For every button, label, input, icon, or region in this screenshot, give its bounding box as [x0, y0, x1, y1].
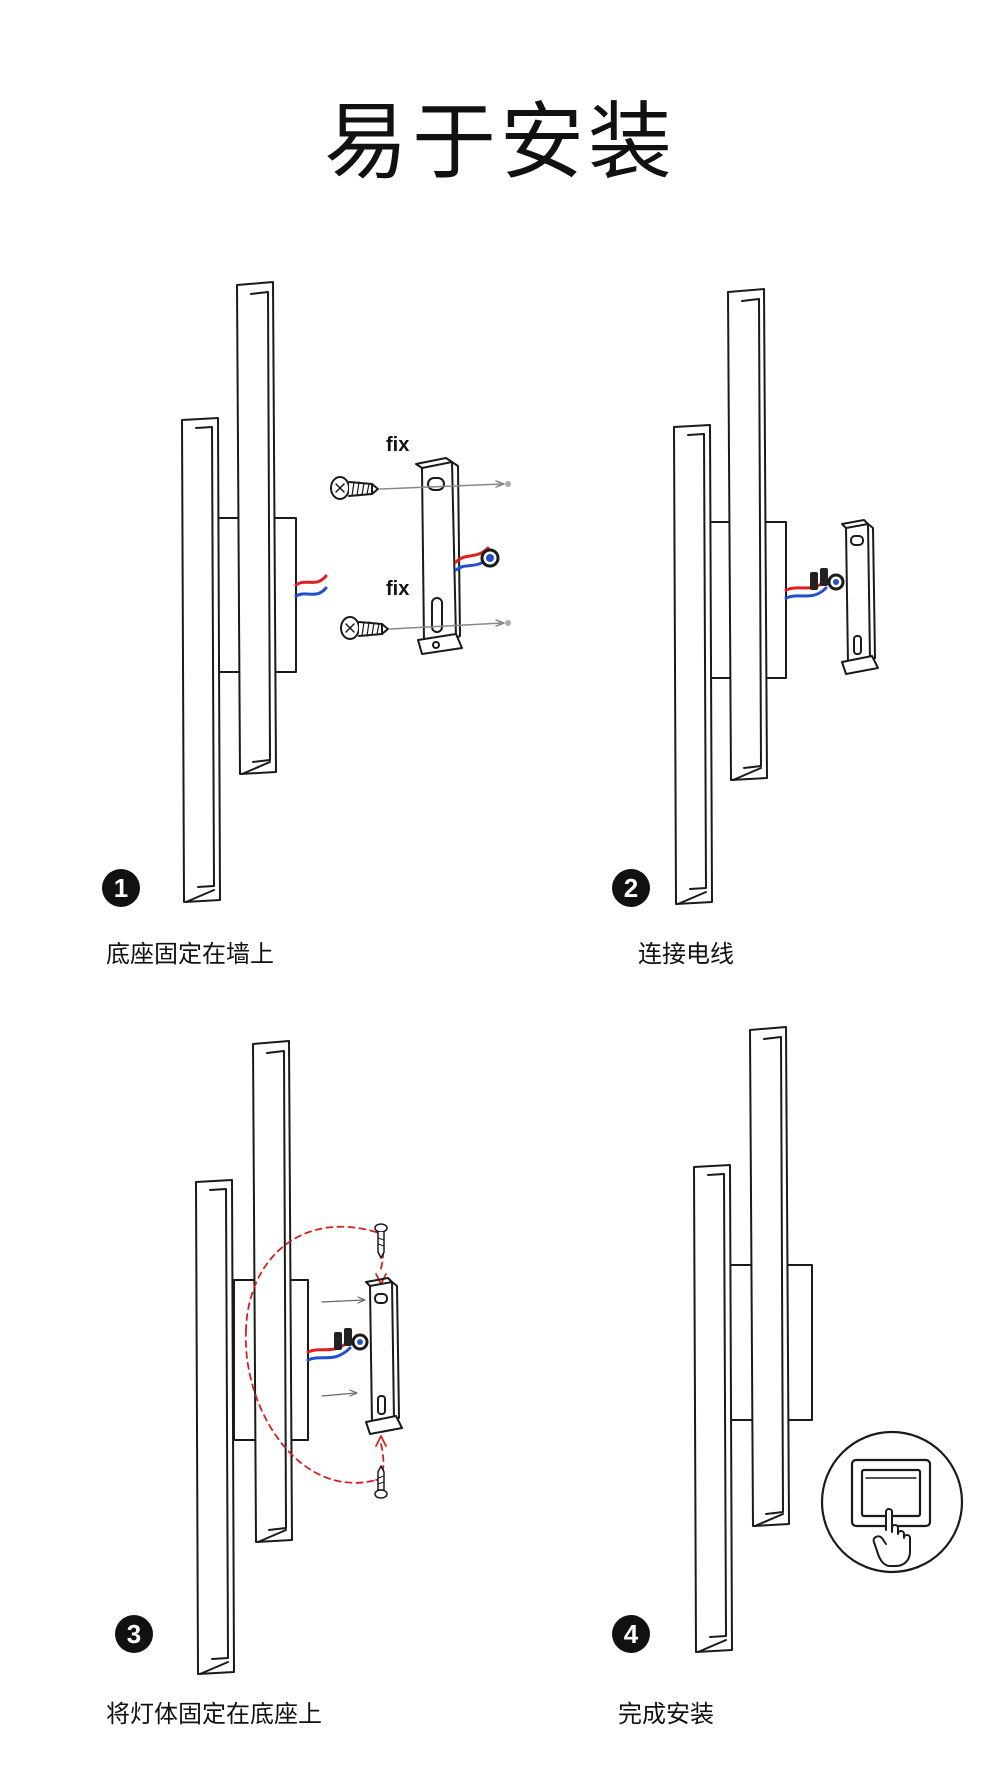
mounting-bracket-icon	[365, 1277, 403, 1435]
step-2-caption: 连接电线	[638, 940, 734, 968]
step-2-badge: 2	[612, 869, 650, 907]
fix-label-top: fix	[386, 434, 410, 456]
wire-connector-icon	[810, 568, 828, 590]
screw-icon	[374, 1465, 388, 1499]
step-4-badge: 4	[612, 1615, 650, 1653]
step-2-illustration	[673, 288, 879, 905]
step-3-illustration	[195, 1040, 403, 1675]
mounting-bracket-icon	[415, 457, 463, 655]
light-switch-icon	[850, 1458, 932, 1528]
page-title: 易于安装	[323, 93, 676, 191]
step-3-badge: 3	[115, 1615, 153, 1653]
step-3-caption: 将灯体固定在底座上	[106, 1700, 322, 1728]
screw-icon	[374, 1223, 388, 1259]
wire-connector-icon	[334, 1328, 352, 1350]
step-1-caption: 底座固定在墙上	[106, 940, 274, 968]
step-1-badge: 1	[102, 869, 140, 907]
step-4-illustration	[693, 1026, 964, 1653]
step-4-caption: 完成安装	[618, 1700, 714, 1728]
mounting-bracket-icon	[841, 519, 879, 675]
screw-icon	[330, 476, 379, 500]
fix-label-bottom: fix	[386, 578, 410, 600]
step-1-illustration	[181, 281, 511, 903]
screw-icon	[340, 616, 389, 640]
hand-pointer-icon	[872, 1508, 911, 1567]
